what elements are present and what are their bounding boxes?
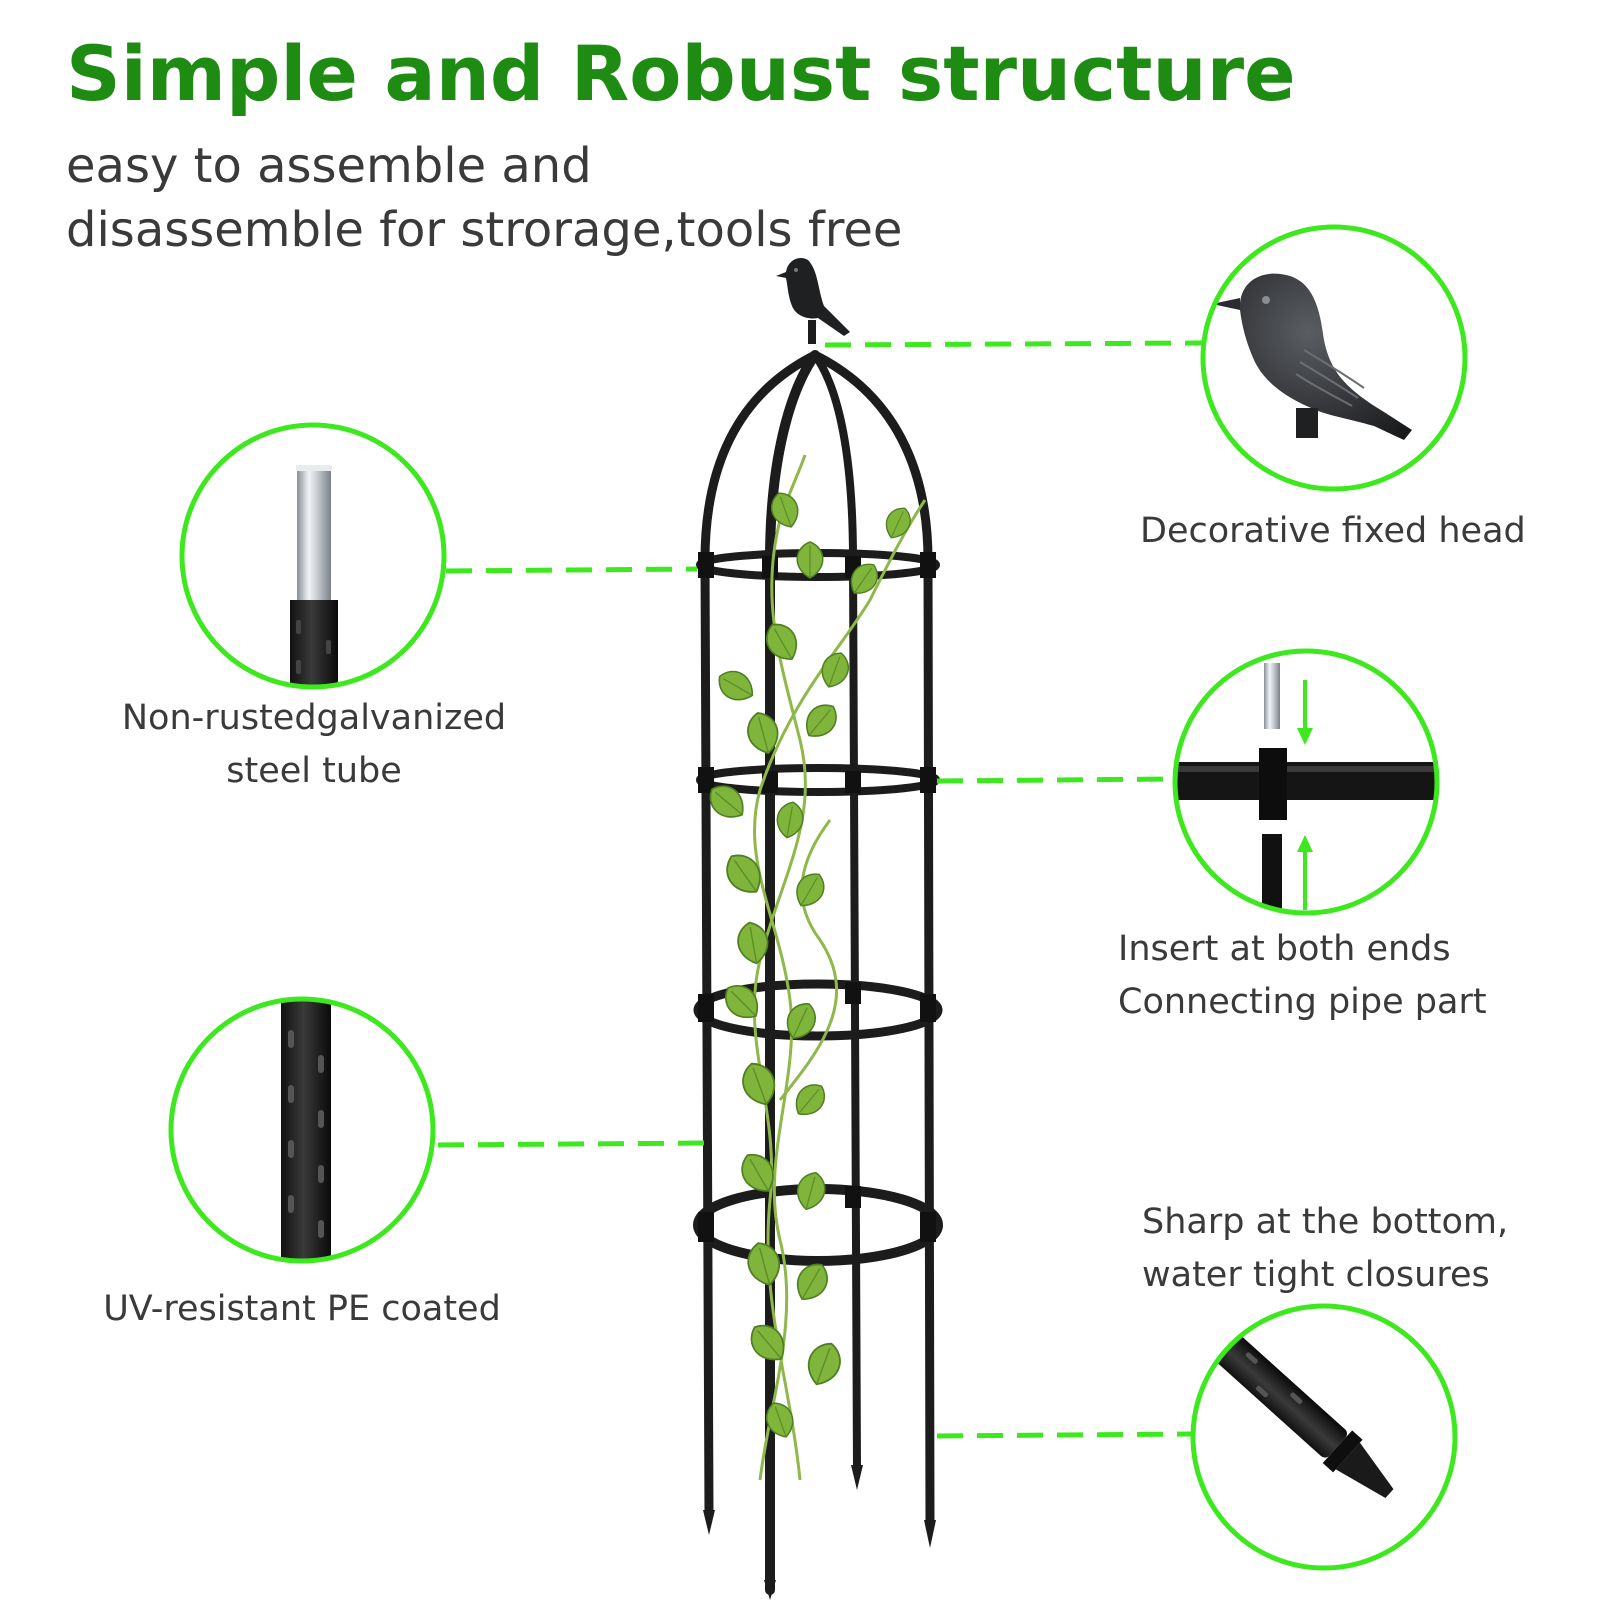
steel-tube-caption: Non-rustedgalvanized steel tube bbox=[100, 692, 528, 797]
connector-caption: Insert at both ends Connecting pipe part bbox=[1118, 923, 1487, 1028]
head-caption-line-1: Decorative fixed head bbox=[1140, 511, 1526, 551]
spike-tip-icon bbox=[1190, 1303, 1458, 1571]
subtitle-line-2: disassemble for strorage,tools free bbox=[66, 202, 903, 258]
steel-tube-caption-line-2: steel tube bbox=[226, 750, 402, 791]
callout-lines bbox=[437, 340, 1203, 1439]
vine-decoration bbox=[701, 454, 927, 1481]
subtitle-line-1: easy to assemble and bbox=[66, 138, 592, 194]
coated-pole-icon bbox=[168, 996, 436, 1264]
connector-caption-line-1: Insert at both ends bbox=[1118, 929, 1451, 969]
page-title: Simple and Robust structure bbox=[66, 29, 1296, 118]
galvanized-tube-icon bbox=[179, 422, 447, 690]
bottom-caption-line-2: water tight closures bbox=[1142, 1254, 1490, 1295]
connector-caption-line-2: Connecting pipe part bbox=[1118, 981, 1487, 1022]
steel-tube-caption-line-1: Non-rustedgalvanized bbox=[121, 698, 507, 738]
bottom-caption-line-1: Sharp at the bottom, bbox=[1142, 1202, 1509, 1242]
bird-icon bbox=[1200, 224, 1468, 492]
pipe-connector-icon bbox=[1172, 648, 1440, 916]
bird-finial bbox=[776, 258, 850, 344]
bottom-caption: Sharp at the bottom, water tight closure… bbox=[1142, 1196, 1508, 1301]
head-caption: Decorative fixed head bbox=[1140, 505, 1526, 558]
trellis-product-icon bbox=[693, 258, 943, 1600]
coating-caption-line-1: UV-resistant PE coated bbox=[103, 1289, 501, 1329]
coating-caption: UV-resistant PE coated bbox=[86, 1283, 518, 1336]
